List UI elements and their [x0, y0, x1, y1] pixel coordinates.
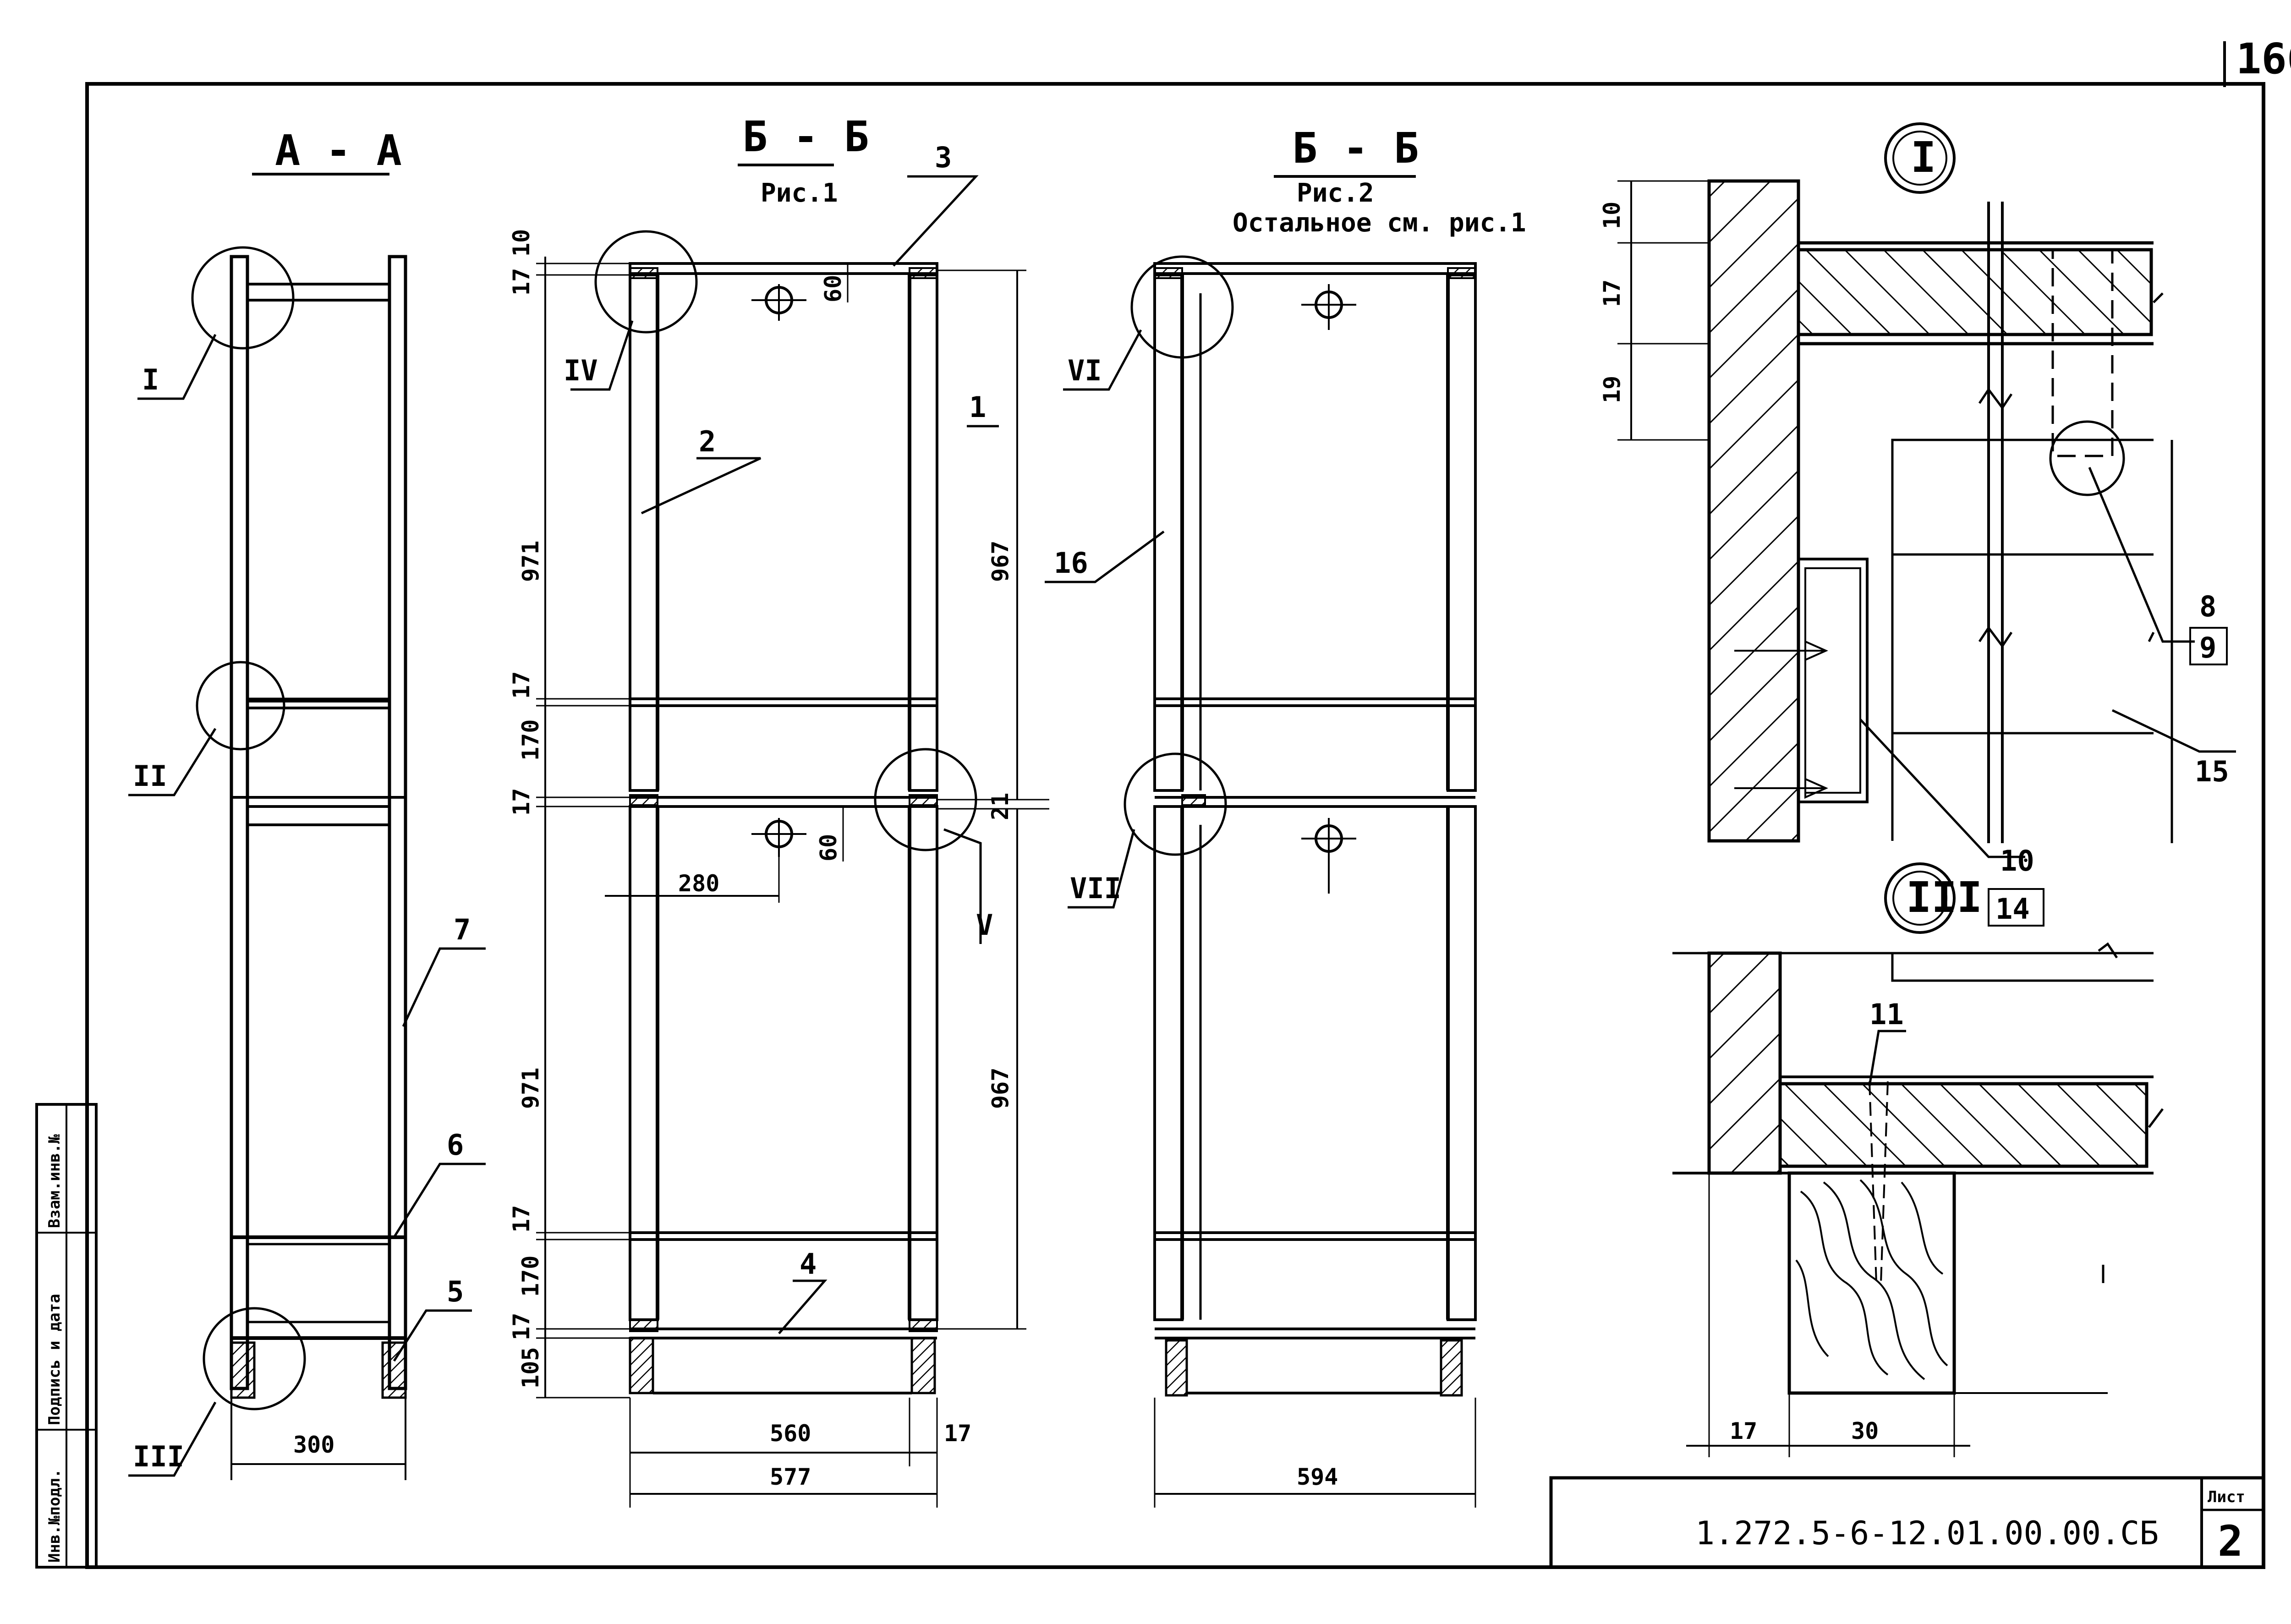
svg-text:III: III: [1906, 873, 1982, 922]
sheet-number: 166: [2223, 34, 2291, 87]
svg-text:560: 560: [770, 1420, 811, 1447]
detail-i: [1617, 122, 2236, 927]
svg-text:8: 8: [2199, 590, 2216, 623]
sheet-value: 2: [2218, 1517, 2243, 1566]
svg-text:VI: VI: [1068, 354, 1102, 387]
svg-text:577: 577: [770, 1464, 811, 1490]
svg-text:19: 19: [1599, 376, 1625, 403]
drawing-frame: [85, 82, 2265, 1569]
svg-text:4: 4: [800, 1247, 817, 1281]
detail-iii-labels: III 11 17 30: [1730, 873, 1982, 1444]
side-stamp: Инв.№подл. Подпись и дата Взам.инв.№: [35, 1103, 98, 1569]
detail-iii: [1672, 862, 2164, 1457]
view-bb-fig2: [1045, 175, 1477, 1508]
svg-text:17: 17: [508, 1205, 535, 1233]
svg-text:15: 15: [2195, 755, 2229, 788]
svg-text:III: III: [133, 1440, 184, 1473]
svg-text:21: 21: [987, 793, 1014, 820]
svg-text:Рис.2: Рис.2: [1297, 178, 1374, 208]
svg-text:IV: IV: [564, 354, 598, 387]
svg-text:14: 14: [1995, 892, 2030, 926]
svg-text:Б - Б: Б - Б: [1292, 124, 1419, 173]
svg-text:60: 60: [820, 275, 846, 302]
svg-text:А - А: А - А: [275, 126, 402, 175]
svg-text:17: 17: [508, 1313, 535, 1340]
view-bb-fig2-labels: Б - Б Рис.2 Остальное см. рис.1 VI VII 1…: [1054, 124, 1526, 1490]
view-aa-labels: I II III 7 6 5 300: [133, 363, 471, 1473]
svg-text:2: 2: [699, 425, 716, 458]
svg-text:105: 105: [517, 1347, 544, 1388]
svg-text:17: 17: [1599, 280, 1625, 307]
drawing-code: 1.272.5-6-12.01.00.00.СБ: [1695, 1514, 2159, 1552]
svg-text:17: 17: [1730, 1418, 1757, 1444]
svg-text:17: 17: [508, 671, 535, 699]
view-bb-fig1: [536, 164, 1049, 1508]
svg-text:1: 1: [969, 390, 986, 424]
svg-text:11: 11: [1869, 998, 1904, 1031]
svg-text:971: 971: [517, 541, 544, 582]
view-aa: А - А: [128, 126, 486, 1480]
sheet-label: Лист: [2208, 1488, 2245, 1506]
svg-text:VII: VII: [1070, 872, 1121, 905]
svg-text:V: V: [976, 908, 993, 942]
svg-text:170: 170: [517, 1256, 544, 1297]
svg-text:971: 971: [517, 1068, 544, 1109]
svg-text:280: 280: [678, 870, 719, 897]
svg-text:16: 16: [1054, 546, 1088, 580]
svg-text:Остальное см. рис.1: Остальное см. рис.1: [1233, 208, 1526, 238]
svg-text:594: 594: [1297, 1464, 1338, 1490]
svg-text:Взам.инв.№: Взам.инв.№: [45, 1134, 64, 1228]
svg-text:5: 5: [447, 1275, 464, 1308]
title-block: 1.272.5-6-12.01.00.00.СБ Лист 2: [1549, 1476, 2265, 1569]
view-bb-fig1-labels: Б - Б Рис.1 3 2 1 4 IV V 280 560 17 577 …: [508, 112, 1014, 1490]
svg-text:17: 17: [508, 268, 535, 296]
svg-text:967: 967: [987, 541, 1014, 582]
svg-text:7: 7: [454, 913, 471, 946]
svg-text:9: 9: [2199, 631, 2216, 664]
svg-text:10: 10: [2000, 844, 2034, 878]
svg-text:17: 17: [944, 1420, 971, 1447]
svg-text:300: 300: [293, 1432, 334, 1458]
svg-text:10: 10: [508, 229, 535, 257]
svg-text:60: 60: [815, 834, 842, 861]
svg-text:Инв.№подл.: Инв.№подл.: [45, 1469, 64, 1563]
svg-text:967: 967: [987, 1068, 1014, 1109]
svg-text:166: 166: [2236, 34, 2291, 83]
svg-text:3: 3: [935, 141, 952, 174]
svg-text:6: 6: [447, 1128, 464, 1162]
svg-text:Б - Б: Б - Б: [742, 112, 869, 161]
svg-text:Рис.1: Рис.1: [761, 178, 838, 208]
svg-text:Подпись и дата: Подпись и дата: [45, 1294, 64, 1425]
svg-text:I: I: [142, 363, 159, 396]
svg-text:10: 10: [1599, 202, 1625, 229]
svg-text:170: 170: [517, 719, 544, 761]
detail-i-labels: I 10 17 19 8 9 15 10 14: [1599, 133, 2229, 926]
svg-text:30: 30: [1851, 1418, 1879, 1444]
svg-text:17: 17: [508, 788, 535, 816]
svg-text:I: I: [1911, 133, 1936, 182]
svg-text:II: II: [133, 759, 167, 793]
